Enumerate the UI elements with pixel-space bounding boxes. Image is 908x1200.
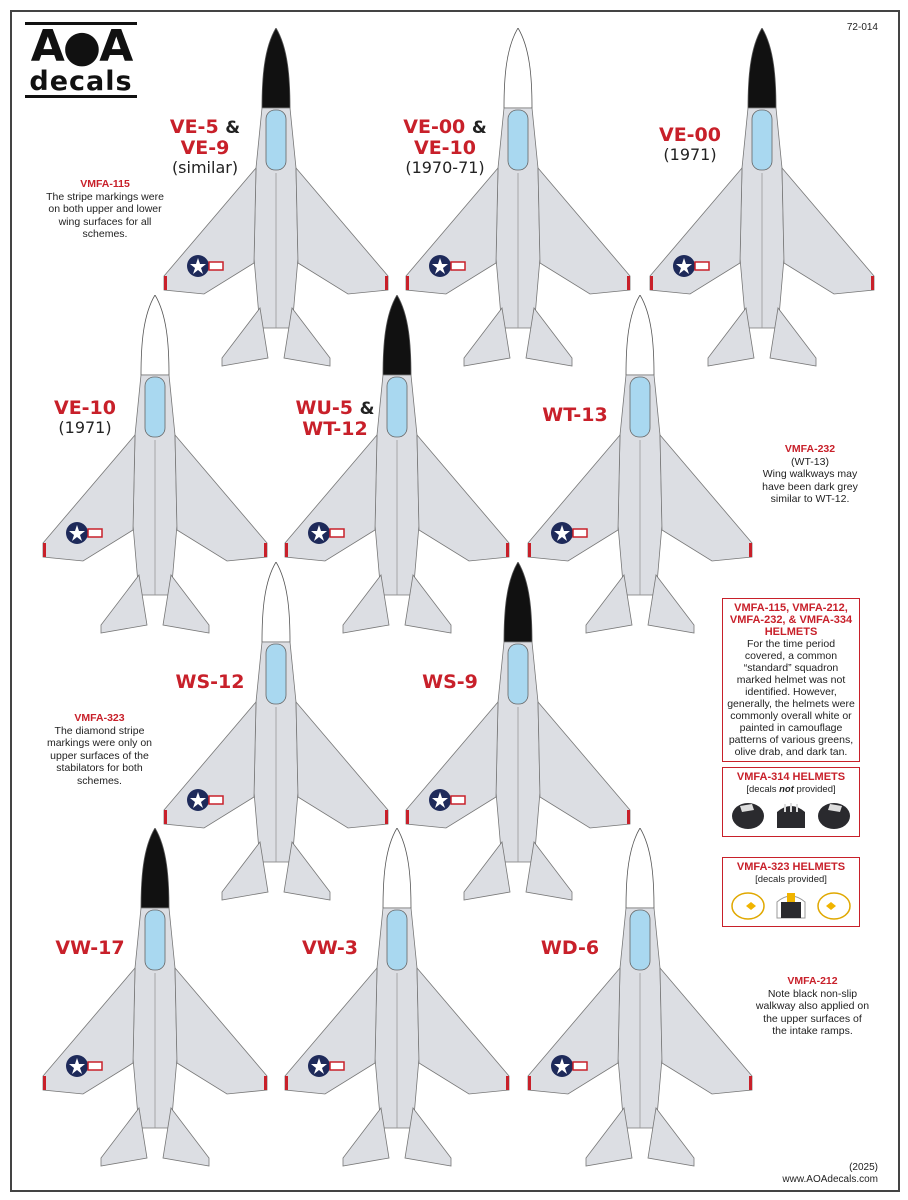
- helmet-icon: [776, 803, 805, 828]
- website-link[interactable]: www.AOAdecals.com: [782, 1174, 878, 1185]
- code-label-vw17: VW-17: [55, 937, 125, 959]
- helmets-info-box: VMFA-115, VMFA-212, VMFA-232, & VMFA-334…: [722, 598, 860, 762]
- code-label-ve00-ve10: VE-00 &VE-10(1970-71): [403, 116, 487, 177]
- aircraft-profile-vw3: [277, 828, 517, 1168]
- code-label-ws9: WS-9: [422, 671, 478, 693]
- code-label-wt13: WT-13: [542, 404, 608, 426]
- helmet-icon: [730, 892, 765, 920]
- helmet-icon: [776, 893, 806, 919]
- helmet-icon: [818, 803, 851, 829]
- code-label-ve10: VE-10(1971): [53, 397, 116, 437]
- footer: (2025)www.AOAdecals.com: [782, 1162, 878, 1186]
- sheet-number: 72-014: [846, 22, 878, 33]
- code-label-ws12: WS-12: [175, 671, 245, 693]
- code-label-vw3: VW-3: [302, 937, 358, 959]
- vmfa323-helmets-box: VMFA-323 HELMETS[decals provided]: [722, 857, 860, 927]
- note-vmfa232: VMFA-232(WT-13)Wing walkways may have be…: [762, 443, 858, 505]
- code-label-wd6: WD-6: [540, 937, 600, 959]
- code-label-ve5: VE-5 &VE-9(similar): [169, 116, 241, 177]
- copyright-year: (2025): [849, 1162, 878, 1173]
- vmfa314-helmets-box: VMFA-314 HELMETS [decals not provided]: [722, 767, 860, 837]
- code-label-wu5: WU-5 &WT-12: [295, 397, 375, 440]
- helmet-icon: [731, 803, 764, 829]
- helmet-icon: [817, 892, 852, 920]
- code-label-ve00-1971: VE-00(1971): [658, 124, 721, 164]
- page-border: [10, 10, 900, 1192]
- aircraft-profile-vw17: [35, 828, 275, 1168]
